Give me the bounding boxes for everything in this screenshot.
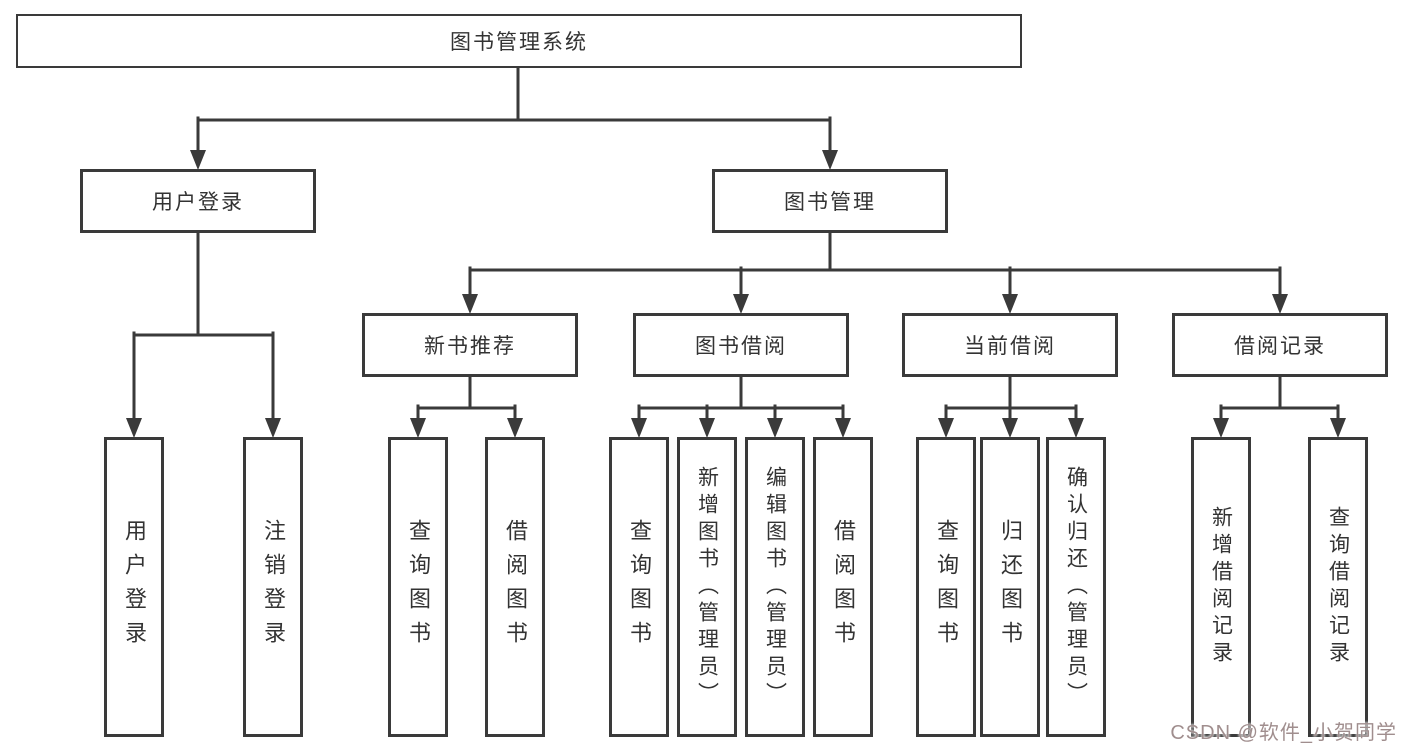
leaf-logout: 注销登录 bbox=[243, 437, 303, 737]
node-root-system: 图书管理系统 bbox=[16, 14, 1022, 68]
node-borrow-record: 借阅记录 bbox=[1172, 313, 1388, 377]
leaf-confirm-return-admin-label: 确认归还（管理员） bbox=[1064, 465, 1088, 709]
leaf-user-login: 用户登录 bbox=[104, 437, 164, 737]
leaf-logout-label: 注销登录 bbox=[261, 519, 286, 655]
leaf-add-book-admin: 新增图书（管理员） bbox=[677, 437, 737, 737]
leaf-edit-book-admin-label: 编辑图书（管理员） bbox=[763, 465, 787, 709]
leaf-add-borrow-record: 新增借阅记录 bbox=[1191, 437, 1251, 737]
node-user-login: 用户登录 bbox=[80, 169, 316, 233]
leaf-query-borrow-record: 查询借阅记录 bbox=[1308, 437, 1368, 737]
leaf-return-book: 归还图书 bbox=[980, 437, 1040, 737]
node-root-label: 图书管理系统 bbox=[450, 31, 588, 54]
leaf-query-borrow-record-label: 查询借阅记录 bbox=[1326, 506, 1350, 668]
leaf-confirm-return-admin: 确认归还（管理员） bbox=[1046, 437, 1106, 737]
csdn-watermark: CSDN @软件_小贺同学 bbox=[1170, 722, 1397, 744]
leaf-borrow-book: 借阅图书 bbox=[813, 437, 873, 737]
leaf-recommend-borrow-book-label: 借阅图书 bbox=[503, 519, 528, 655]
node-borrow-record-label: 借阅记录 bbox=[1234, 335, 1326, 358]
node-current-borrow-label: 当前借阅 bbox=[964, 335, 1056, 358]
leaf-borrow-query-book-label: 查询图书 bbox=[627, 519, 652, 655]
leaf-add-borrow-record-label: 新增借阅记录 bbox=[1209, 506, 1233, 668]
leaf-recommend-borrow-book: 借阅图书 bbox=[485, 437, 545, 737]
node-book-management: 图书管理 bbox=[712, 169, 948, 233]
node-book-borrow: 图书借阅 bbox=[633, 313, 849, 377]
node-new-book-recommend: 新书推荐 bbox=[362, 313, 578, 377]
leaf-recommend-query-book: 查询图书 bbox=[388, 437, 448, 737]
node-new-book-recommend-label: 新书推荐 bbox=[424, 335, 516, 358]
node-book-borrow-label: 图书借阅 bbox=[695, 335, 787, 358]
leaf-edit-book-admin: 编辑图书（管理员） bbox=[745, 437, 805, 737]
node-user-login-label: 用户登录 bbox=[152, 191, 244, 214]
leaf-borrow-query-book: 查询图书 bbox=[609, 437, 669, 737]
leaf-recommend-query-book-label: 查询图书 bbox=[406, 519, 431, 655]
leaf-current-query-book-label: 查询图书 bbox=[934, 519, 959, 655]
node-current-borrow: 当前借阅 bbox=[902, 313, 1118, 377]
leaf-return-book-label: 归还图书 bbox=[998, 519, 1023, 655]
leaf-borrow-book-label: 借阅图书 bbox=[831, 519, 856, 655]
leaf-user-login-label: 用户登录 bbox=[122, 519, 147, 655]
leaf-current-query-book: 查询图书 bbox=[916, 437, 976, 737]
leaf-add-book-admin-label: 新增图书（管理员） bbox=[695, 465, 719, 709]
node-book-management-label: 图书管理 bbox=[784, 191, 876, 214]
